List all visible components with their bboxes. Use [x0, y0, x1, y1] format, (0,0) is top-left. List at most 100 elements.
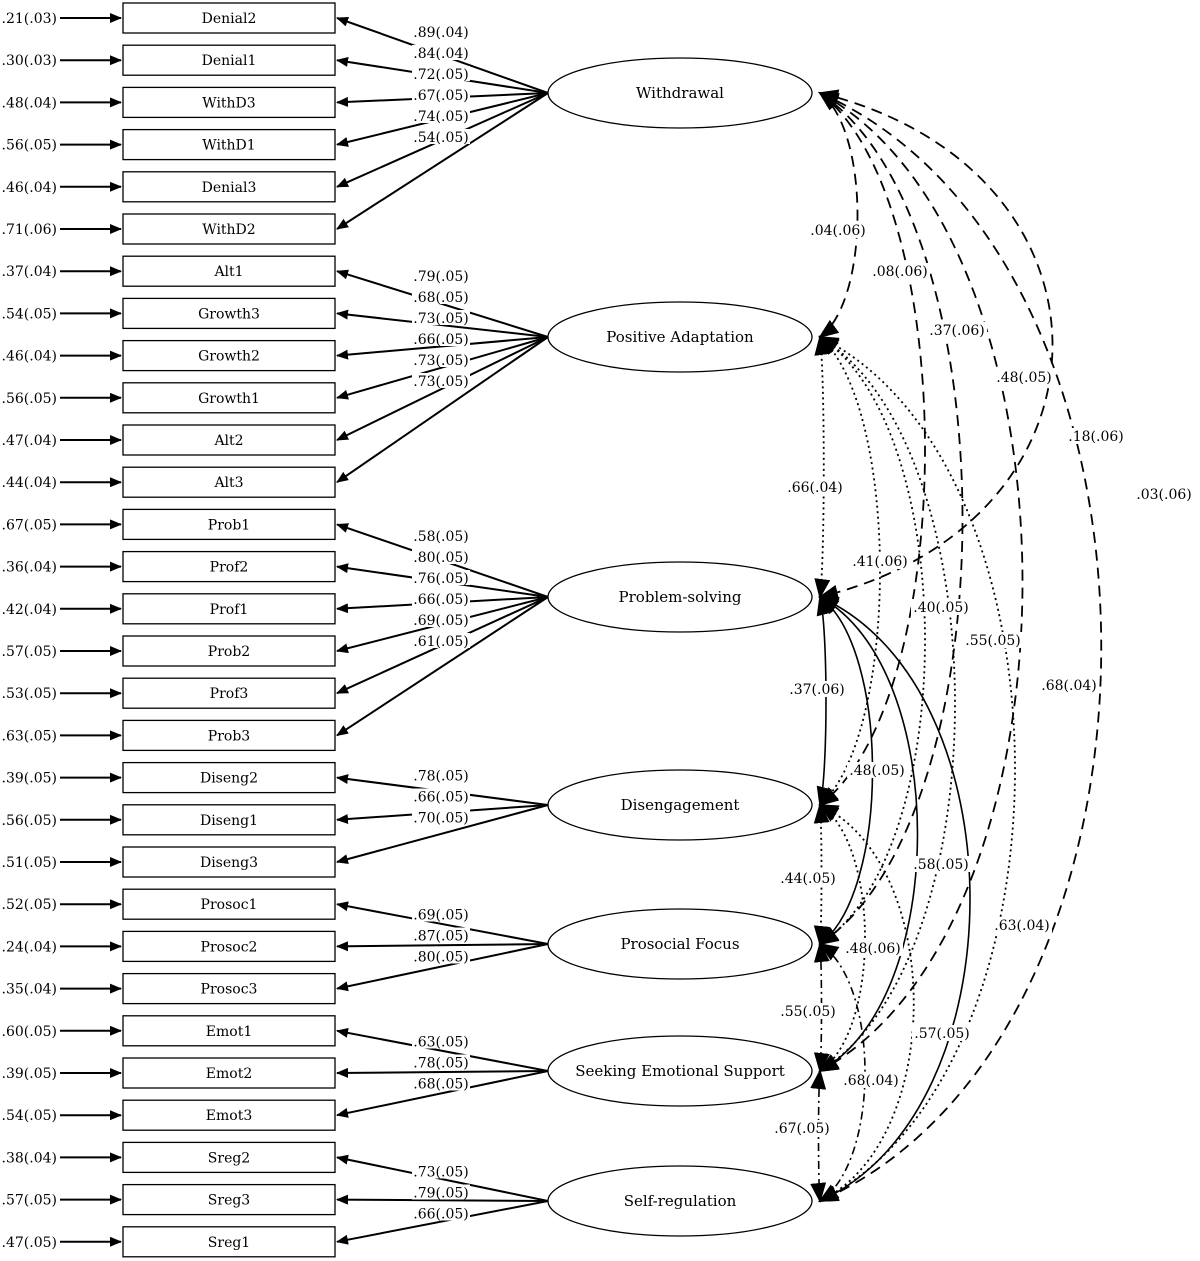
indicator-box — [122, 1015, 336, 1047]
loading-label-bg — [412, 906, 470, 922]
factor-ellipse — [547, 1035, 813, 1107]
correlation-label-bg — [847, 762, 907, 778]
loading-label: .70(.05) — [413, 811, 468, 827]
correlation-curve — [814, 335, 831, 599]
error-variance-label: .36(.04) — [2, 560, 57, 576]
factor-ellipse — [547, 561, 813, 633]
indicator-box — [122, 1057, 336, 1089]
correlation-curve — [818, 91, 926, 807]
loading-arrow — [336, 336, 549, 484]
error-variance-label: .67(.05) — [2, 517, 57, 533]
node-layer — [122, 2, 813, 1258]
indicator-label: Prob3 — [208, 728, 250, 744]
loading-label: .80(.05) — [413, 950, 468, 966]
indicator-box — [122, 1099, 336, 1131]
indicator-box — [122, 2, 336, 34]
error-variance-label: .57(.05) — [2, 644, 57, 660]
factor-ellipse — [547, 769, 813, 841]
loading-label: .72(.05) — [413, 67, 468, 83]
correlation-label-bg — [1134, 486, 1194, 502]
correlation-label: .18(.06) — [1068, 429, 1123, 445]
loading-arrow — [336, 941, 549, 952]
indicator-label: WithD3 — [202, 95, 255, 111]
error-variance-label: .71(.06) — [2, 222, 57, 238]
error-variance-label: .42(.04) — [2, 602, 57, 618]
correlation-label: .48(.06) — [845, 941, 900, 957]
correlation-label: .40(.05) — [913, 600, 968, 616]
error-variance-label: .47(.05) — [2, 1235, 57, 1251]
correlation-label-bg — [778, 870, 838, 886]
correlation-curve — [818, 92, 1103, 1202]
label-layer: .21(.03)Denial2.30(.03)Denial1.48(.04)Wi… — [2, 11, 1194, 1251]
indicator-box — [122, 44, 336, 76]
error-variance-label: .37(.04) — [2, 264, 57, 280]
correlation-label: .66(.04) — [787, 480, 842, 496]
correlation-label-bg — [870, 263, 930, 279]
loading-label: .67(.05) — [413, 88, 468, 104]
indicator-box — [122, 382, 336, 414]
indicator-box — [122, 593, 336, 625]
factor-label: Positive Adaptation — [606, 328, 754, 346]
loading-label-bg — [412, 809, 470, 825]
indicator-box — [122, 255, 336, 287]
loading-label-bg — [412, 108, 470, 123]
indicator-label: Prof2 — [210, 560, 249, 576]
error-variance-label: .52(.05) — [2, 897, 57, 913]
correlation-label: .03(.06) — [1136, 487, 1191, 503]
loading-arrow — [336, 336, 549, 360]
loading-label-bg — [412, 1163, 470, 1179]
loading-arrow — [336, 1027, 549, 1072]
loading-label: .73(.05) — [413, 1165, 468, 1181]
factor-ellipse — [547, 57, 813, 129]
indicator-box — [122, 888, 336, 920]
correlation-curve — [818, 804, 915, 1202]
correlation-label: .67(.05) — [774, 1121, 829, 1137]
indicator-label: Growth1 — [198, 391, 260, 407]
indicator-label: Prof3 — [210, 686, 249, 702]
error-variance-label: .56(.05) — [2, 391, 57, 407]
loading-label: .78(.05) — [413, 769, 468, 785]
indicator-label: Prob2 — [208, 644, 250, 660]
correlation-curve — [816, 595, 833, 807]
indicator-label: WithD1 — [202, 138, 255, 154]
indicator-box — [122, 846, 336, 878]
correlation-curve — [818, 596, 971, 1202]
correlation-curve — [818, 89, 1054, 601]
correlation-label: .44(.05) — [780, 871, 835, 887]
correlation-label-bg — [911, 856, 971, 872]
indicator-label: Prob1 — [208, 517, 250, 533]
correlation-label: .37(.06) — [929, 323, 984, 339]
loading-label: .84(.04) — [413, 46, 468, 62]
correlation-label-bg — [992, 917, 1052, 933]
loading-label: .69(.05) — [413, 908, 468, 924]
loading-label-bg — [412, 87, 470, 102]
loading-arrow — [336, 1154, 549, 1202]
loading-arrow — [336, 804, 549, 864]
loading-label-bg — [412, 45, 470, 60]
indicator-label: Prosoc1 — [201, 897, 258, 913]
indicator-label: Diseng1 — [200, 813, 258, 829]
loading-label-bg — [412, 352, 470, 367]
correlation-label-bg — [841, 1072, 901, 1088]
loading-label-bg — [412, 373, 470, 388]
indicator-box — [122, 719, 336, 752]
correlation-label: .41(.06) — [852, 554, 907, 570]
loading-arrow — [336, 1067, 549, 1078]
correlation-label: .68(.04) — [843, 1073, 898, 1089]
indicator-box — [122, 761, 336, 794]
correlation-label: .55(.05) — [780, 1004, 835, 1020]
factor-label: Self-regulation — [624, 1192, 737, 1210]
loading-label-bg — [412, 767, 470, 783]
correlation-curve — [810, 1069, 827, 1203]
indicator-label: Prof1 — [210, 602, 249, 618]
indicator-box — [122, 128, 336, 161]
loading-label: .63(.05) — [413, 1035, 468, 1051]
loading-label-bg — [412, 1184, 470, 1200]
correlation-curve — [818, 92, 1024, 1072]
indicator-box — [122, 635, 336, 667]
correlation-curve — [818, 91, 859, 339]
indicator-label: Prosoc2 — [201, 939, 258, 955]
loading-label-bg — [412, 570, 470, 585]
correlation-label: .37(.06) — [789, 682, 844, 698]
